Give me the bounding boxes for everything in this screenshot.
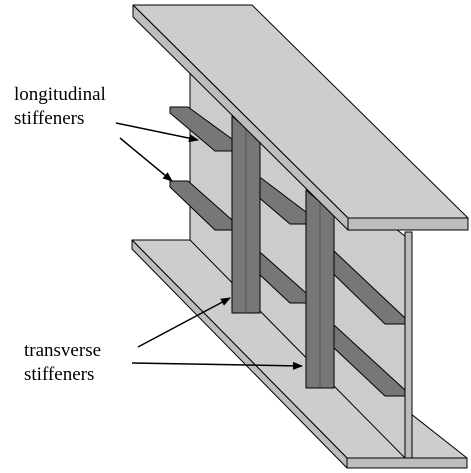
longitudinal-arrow-upper <box>115 122 199 143</box>
label-longitudinal-line1: longitudinal <box>14 84 106 105</box>
bottom-flange-end-face <box>346 457 468 469</box>
transverse-arrow-upper <box>137 297 231 348</box>
web-end-edge <box>404 231 413 459</box>
labels: longitudinal stiffeners transverse stiff… <box>14 84 106 385</box>
leader-arrows <box>115 122 303 370</box>
transverse-arrow-lower <box>131 361 303 370</box>
longitudinal-arrow-lower <box>119 137 173 182</box>
top-flange <box>132 4 469 231</box>
label-transverse-line2: stiffeners <box>24 364 94 385</box>
label-longitudinal-line2: stiffeners <box>14 108 84 129</box>
label-transverse-line1: transverse <box>24 340 101 361</box>
top-flange-end-face <box>347 217 469 231</box>
longitudinal-stiffeners <box>169 106 406 397</box>
